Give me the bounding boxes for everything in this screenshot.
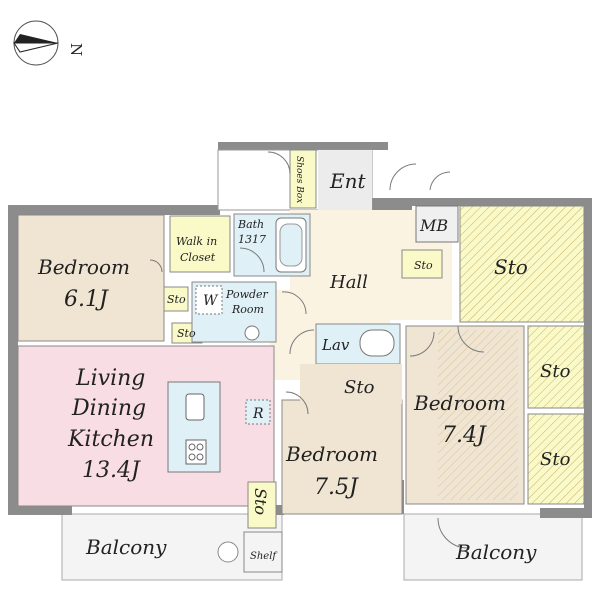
- refrigerator-label: R: [252, 406, 264, 422]
- storage-left-area: [163, 286, 189, 312]
- washer-label: W: [203, 293, 219, 309]
- powder-room-label-2: Room: [231, 303, 264, 316]
- storage-right-top-label: Sto: [540, 361, 571, 382]
- washer-box: [195, 285, 223, 315]
- walk-in-closet-area: [169, 215, 231, 273]
- living-size-label: 13.4J: [82, 458, 141, 483]
- storage-right-bottom-area: [527, 413, 585, 505]
- storage-hall-area: [401, 249, 443, 279]
- entrance-label: Ent: [329, 169, 366, 193]
- storage-hall-label: Sto: [414, 259, 433, 272]
- storage-mid-label: Sto: [344, 377, 375, 398]
- storage-left2-label: Sto: [177, 327, 196, 340]
- bedroom-center-label: Bedroom: [285, 442, 378, 466]
- storage-vertical-label: Sto: [251, 488, 270, 515]
- meter-box-label: MB: [419, 216, 448, 235]
- bedroom-center-size: 7.5J: [314, 475, 359, 500]
- storage-left-label: Sto: [167, 293, 186, 306]
- storage-large-area: [459, 205, 585, 323]
- storage-right-top-area: [527, 325, 585, 409]
- door-swings: [149, 151, 485, 549]
- shelf-area: [243, 531, 283, 573]
- bath-size-label: 1317: [238, 233, 266, 246]
- balcony-right-label: Balcony: [455, 540, 537, 564]
- powder-room-label-1: Powder: [225, 288, 269, 301]
- walk-in-closet-label-2: Closet: [180, 251, 216, 264]
- meter-box-area: [415, 205, 459, 243]
- refrigerator-box: [245, 399, 271, 425]
- toilet-icon: [359, 329, 395, 357]
- bedroom-right-label: Bedroom: [413, 391, 506, 415]
- living-area: [17, 345, 275, 507]
- compass: N: [13, 20, 85, 66]
- balcony-right-area: [403, 513, 583, 581]
- shelf-label: Shelf: [250, 551, 278, 562]
- bedroom-center-area: [281, 399, 403, 515]
- storage-right-bottom-label: Sto: [540, 449, 571, 470]
- bedroom-right-size: 7.4J: [442, 423, 487, 448]
- bedroom-left-area: [17, 214, 165, 342]
- compass-north-label: N: [67, 43, 85, 56]
- walk-in-closet-label-1: Walk in: [176, 235, 217, 248]
- living-label-3: Kitchen: [67, 427, 154, 452]
- bath-label: Bath: [237, 218, 264, 231]
- living-label-2: Dining: [71, 396, 146, 421]
- shoes-box-label: Shoes Box: [294, 156, 304, 203]
- shoes-box: [289, 149, 317, 209]
- storage-large-label: Sto: [494, 255, 528, 279]
- lavatory-label: Lav: [321, 336, 350, 354]
- storage-vertical-area: [247, 481, 277, 529]
- stove-icon: [185, 439, 207, 465]
- balcony-left-label: Balcony: [85, 535, 167, 559]
- bedroom-left-label: Bedroom: [37, 255, 130, 279]
- bedroom-left-size: 6.1J: [64, 287, 109, 312]
- sink-icon: [185, 393, 205, 421]
- living-label-1: Living: [75, 366, 145, 391]
- hall-label: Hall: [329, 272, 368, 293]
